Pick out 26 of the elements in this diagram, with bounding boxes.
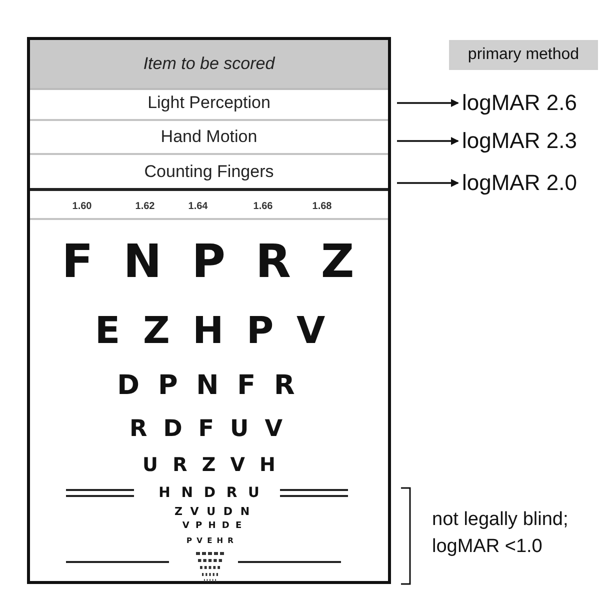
acuity-value: 1.60 (72, 202, 92, 212)
table-row: Light Perception (30, 87, 388, 121)
logmar-value: logMAR 2.6 (462, 88, 602, 118)
table-row: Counting Fingers (30, 155, 388, 191)
letter-row: H N D R U (158, 486, 260, 500)
arrow (397, 179, 459, 187)
letter-row: F N P R Z (62, 238, 354, 284)
letter-row: Z V U D N (174, 506, 250, 517)
logmar-value: logMAR 2.3 (462, 126, 602, 156)
table-header: Item to be scored (30, 40, 388, 90)
letter-row: D P N F R (117, 372, 295, 399)
letter-row: U R Z V H (142, 456, 276, 475)
acuity-value: 1.68 (312, 202, 332, 212)
letter-row: R D F U V (129, 418, 283, 441)
table-row: Hand Motion (30, 121, 388, 155)
note-text: not legally blind; logMAR <1.0 (432, 508, 570, 559)
logmar-value: logMAR 2.0 (462, 168, 602, 198)
letter-row: V P H D E (182, 522, 242, 531)
acuity-value: 1.64 (188, 202, 208, 212)
eye-chart-frame (27, 37, 391, 584)
letter-row: E Z H P V (94, 312, 326, 349)
method-tag: primary method (449, 40, 598, 70)
arrow (397, 99, 459, 107)
acuity-value: 1.62 (135, 202, 155, 212)
arrow (397, 137, 459, 145)
acuity-value: 1.66 (253, 202, 273, 212)
